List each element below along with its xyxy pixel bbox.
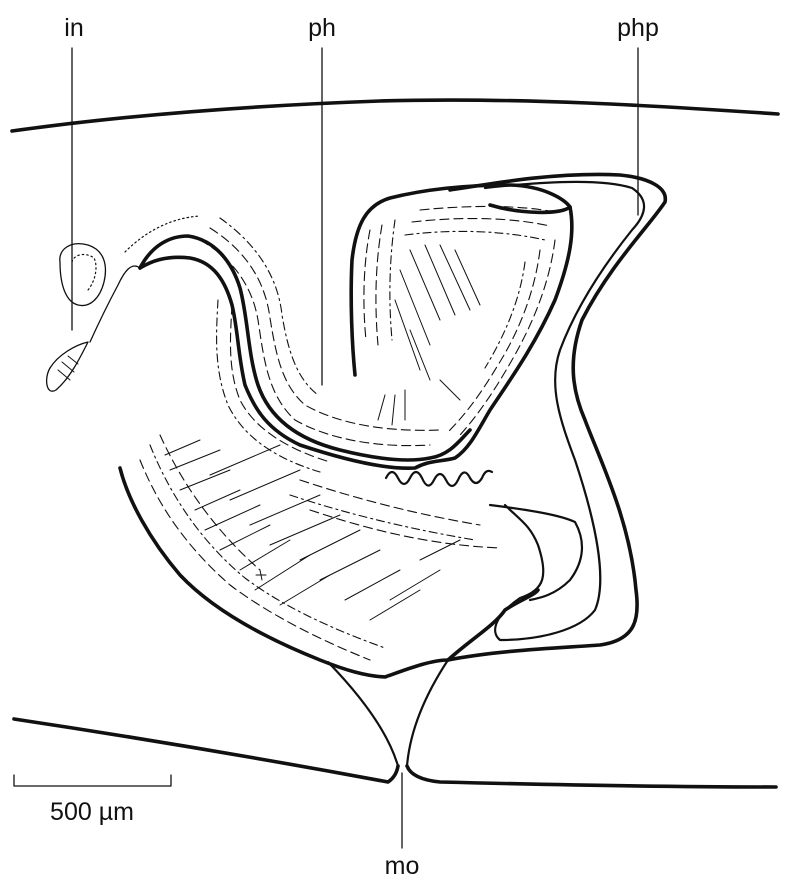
pharyngeal-pocket-outer-wall bbox=[448, 174, 665, 660]
pharynx-outer-contour bbox=[140, 207, 572, 468]
label-ph: ph bbox=[308, 14, 336, 42]
pharyngeal-pocket-inner-wall bbox=[485, 182, 644, 640]
dorsal-body-wall bbox=[12, 100, 778, 131]
pharynx-lumen bbox=[140, 236, 470, 460]
upper-lobe-fibres bbox=[378, 245, 480, 425]
label-in: in bbox=[64, 14, 83, 42]
intestine-dotted-duct bbox=[125, 216, 200, 252]
pharynx-dashed-layers bbox=[140, 206, 555, 660]
label-mo: mo bbox=[385, 852, 420, 880]
intestine-pouch-inner bbox=[72, 255, 96, 290]
pharynx-lower-mass bbox=[120, 468, 448, 677]
label-php: php bbox=[617, 14, 659, 42]
mouth-canal-right bbox=[407, 660, 448, 766]
scale-bar-label: 500 µm bbox=[50, 798, 134, 826]
ventral-body-wall-left bbox=[14, 719, 398, 782]
intestine-connector bbox=[90, 266, 140, 342]
scale-bar bbox=[14, 775, 171, 786]
ventral-body-wall-right bbox=[407, 766, 776, 787]
pharynx-upper-lobe bbox=[351, 185, 570, 375]
intestine-pouch bbox=[60, 244, 106, 306]
pharynx-folds bbox=[386, 471, 492, 486]
pharynx-lower-root bbox=[490, 505, 582, 600]
